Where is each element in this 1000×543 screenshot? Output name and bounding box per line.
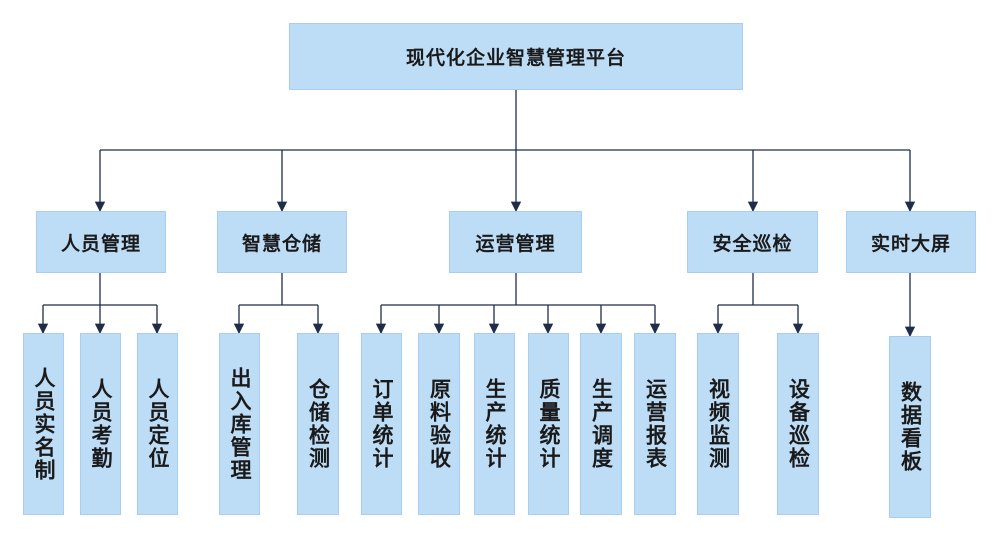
- leaf-node-label: 仓储检测: [306, 378, 331, 470]
- module-node-label: 人员管理: [60, 232, 141, 255]
- leaf-node-label: 数据看板: [898, 381, 923, 473]
- leaf-node-label: 视频监测: [706, 378, 731, 470]
- leaf-node-label: 人员定位: [146, 378, 170, 470]
- module-node-label: 实时大屏: [870, 232, 951, 255]
- module-node-label: 运营管理: [475, 232, 556, 255]
- leaf-node-3-6: 运营报表: [634, 333, 676, 515]
- root-node: 现代化企业智慧管理平台: [289, 23, 743, 90]
- module-node-label: 智慧仓储: [241, 232, 322, 255]
- module-node-1: 人员管理: [36, 211, 166, 273]
- leaf-node-label: 人员考勤: [89, 378, 113, 470]
- module-node-label: 安全巡检: [712, 232, 793, 255]
- leaf-node-label: 出入库管理: [228, 366, 252, 482]
- leaf-node-4-2: 设备巡检: [777, 333, 819, 515]
- leaf-node-3-1: 订单统计: [361, 333, 402, 515]
- leaf-node-4-1: 视频监测: [697, 333, 739, 515]
- module-node-4: 安全巡检: [687, 211, 818, 273]
- leaf-node-label: 生产调度: [589, 378, 614, 470]
- leaf-node-label: 订单统计: [370, 378, 394, 470]
- leaf-node-1-1: 人员实名制: [23, 333, 64, 515]
- leaf-node-2-1: 出入库管理: [219, 333, 260, 515]
- module-node-5: 实时大屏: [846, 211, 976, 273]
- leaf-node-label: 运营报表: [643, 378, 668, 470]
- root-node-label: 现代化企业智慧管理平台: [405, 47, 626, 69]
- leaf-node-1-3: 人员定位: [137, 333, 178, 515]
- connector-lines: [37, 90, 916, 338]
- leaf-node-label: 原料验收: [427, 378, 452, 470]
- module-node-3: 运营管理: [449, 211, 582, 273]
- leaf-node-3-3: 生产统计: [474, 333, 515, 515]
- leaf-node-label: 设备巡检: [786, 378, 811, 470]
- module-node-2: 智慧仓储: [217, 211, 347, 273]
- leaf-node-2-2: 仓储检测: [297, 333, 339, 515]
- leaf-node-3-4: 质量统计: [528, 333, 569, 515]
- leaf-node-3-5: 生产调度: [580, 333, 622, 515]
- leaf-node-label: 质量统计: [537, 378, 561, 470]
- leaf-node-3-2: 原料验收: [418, 333, 460, 515]
- leaf-node-1-2: 人员考勤: [80, 333, 121, 515]
- leaf-node-5-1: 数据看板: [889, 336, 931, 518]
- leaf-node-label: 人员实名制: [32, 366, 56, 482]
- leaf-node-label: 生产统计: [483, 378, 507, 470]
